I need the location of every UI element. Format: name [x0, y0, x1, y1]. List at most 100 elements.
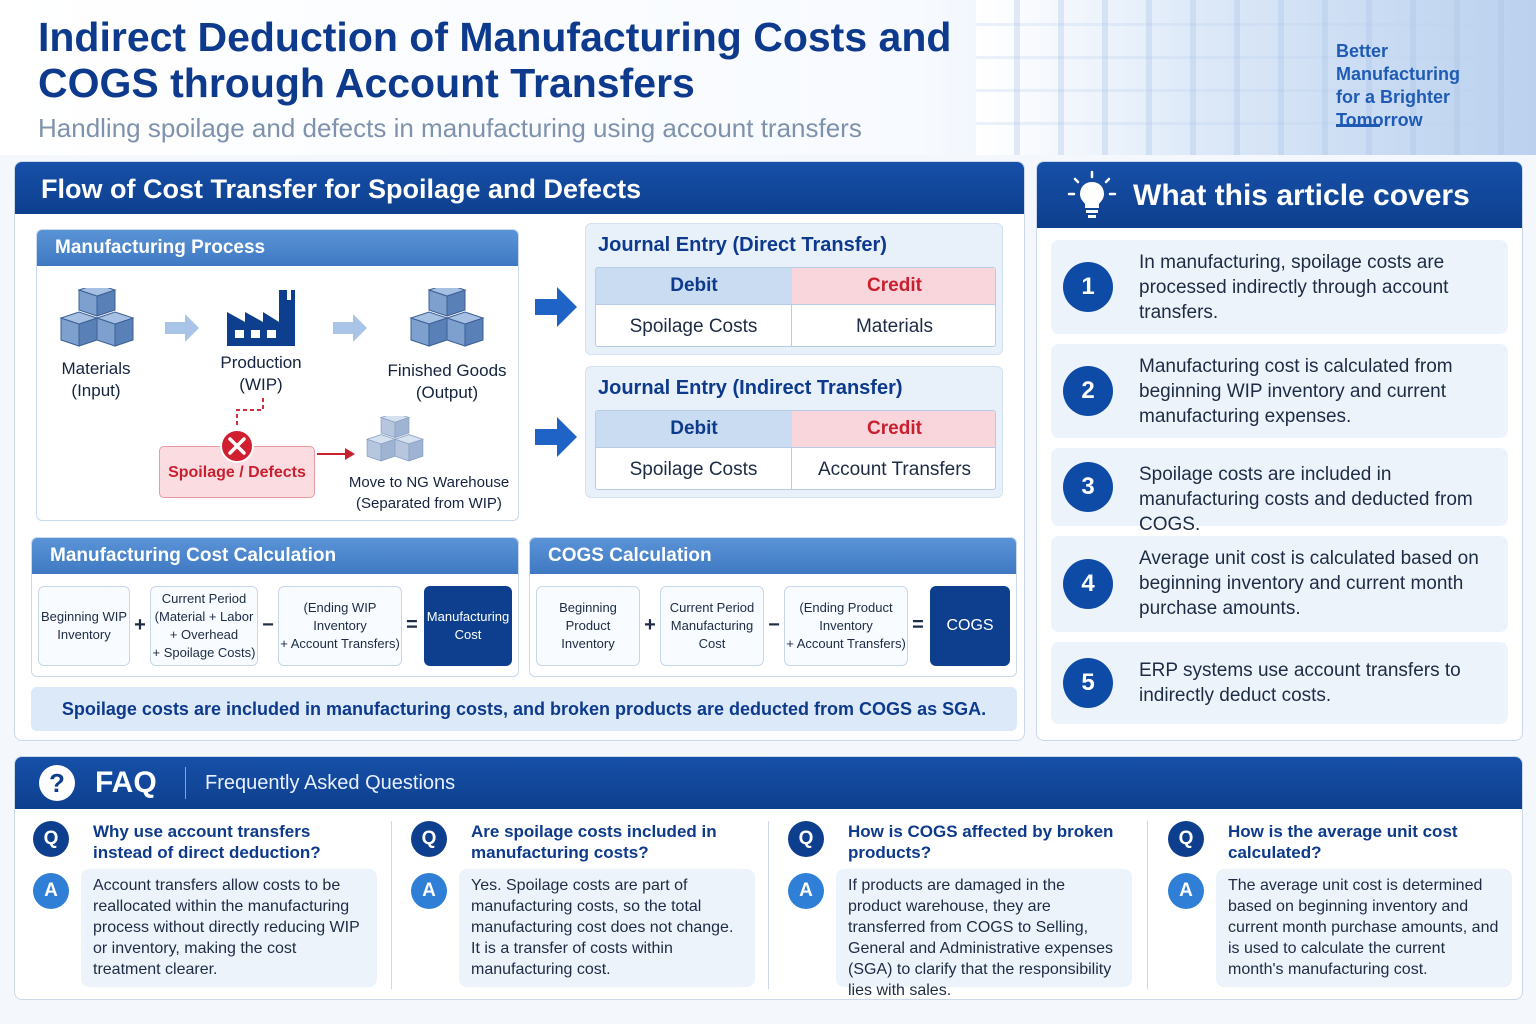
factory-icon — [227, 290, 295, 346]
cogs-calc-title: COGS Calculation — [530, 538, 1016, 574]
plus-operator: + — [644, 614, 656, 636]
calc-line: Manufacturing — [426, 609, 510, 624]
journal-entry-indirect: Journal Entry (Indirect Transfer) Debit … — [585, 366, 1003, 498]
minus-operator: − — [262, 614, 274, 636]
cover-number-badge: 1 — [1063, 262, 1113, 312]
tagline-line-2: Manufacturing — [1336, 64, 1460, 84]
production-label-line-2: (WIP) — [239, 375, 283, 394]
ng-label-line-1: Move to NG Warehouse — [348, 474, 510, 491]
lightbulb-icon — [1067, 170, 1117, 218]
faq-subtitle: Frequently Asked Questions — [205, 772, 456, 794]
faq-header-divider — [185, 767, 186, 799]
faq-panel: ? FAQ Frequently Asked Questions Q Why u… — [14, 756, 1523, 1000]
cover-number-badge: 4 — [1063, 559, 1113, 609]
page-subtitle: Handling spoilage and defects in manufac… — [38, 113, 862, 143]
production-label: Production (WIP) — [207, 352, 315, 396]
faq-answer: If products are damaged in the product w… — [836, 869, 1132, 999]
faq-question: How is COGS affected by broken products? — [848, 822, 1114, 862]
flow-arrow-icon — [165, 314, 199, 342]
faq-divider — [768, 821, 769, 989]
a-badge: A — [411, 873, 447, 909]
ng-warehouse-label: Move to NG Warehouse (Separated from WIP… — [341, 472, 517, 514]
calc-line: Current Period — [669, 600, 755, 615]
journal-indirect-title: Journal Entry (Indirect Transfer) — [598, 377, 903, 399]
calc-line: + Spoilage Costs) — [152, 645, 256, 660]
mfg-calc-current-period: Current Period(Material + Labor+ Overhea… — [150, 586, 258, 666]
calc-line: Cost — [698, 636, 726, 651]
flow-panel-title: Flow of Cost Transfer for Spoilage and D… — [15, 162, 1024, 214]
ng-label-line-2: (Separated from WIP) — [356, 495, 502, 512]
calc-line: Current Period — [161, 591, 247, 606]
calc-line: + Overhead — [169, 627, 239, 642]
ng-boxes-icon — [365, 416, 425, 462]
cover-text: Average unit cost is calculated based on… — [1139, 548, 1479, 619]
cover-number-badge: 5 — [1063, 658, 1113, 708]
q-badge: Q — [1168, 821, 1204, 857]
faq-answer: Account transfers allow costs to be real… — [81, 869, 377, 987]
big-arrow-icon — [535, 287, 577, 327]
a-badge: A — [788, 873, 824, 909]
indirect-debit-header: Debit — [596, 411, 792, 447]
direct-credit-header: Credit — [792, 268, 995, 304]
cover-text: Spoilage costs are included in manufactu… — [1139, 464, 1473, 535]
materials-label: Materials (Input) — [51, 358, 141, 402]
q-badge: Q — [788, 821, 824, 857]
faq-answer: The average unit cost is determined base… — [1216, 869, 1512, 987]
indirect-debit-value: Spoilage Costs — [596, 447, 792, 489]
flow-arrow-icon — [333, 314, 367, 342]
faq-title: FAQ — [95, 766, 157, 799]
cover-item: 1 In manufacturing, spoilage costs are p… — [1051, 240, 1508, 334]
boxes-icon — [59, 288, 135, 347]
faq-divider — [1147, 821, 1148, 989]
direct-debit-header: Debit — [596, 268, 792, 304]
journal-direct-table: Debit Credit Spoilage Costs Materials — [595, 267, 996, 347]
calc-line: Inventory — [819, 618, 873, 633]
a-badge: A — [33, 873, 69, 909]
cover-number-badge: 2 — [1063, 366, 1113, 416]
faq-item: Q How is COGS affected by broken product… — [770, 817, 1132, 999]
tagline-line-1: Better — [1336, 41, 1389, 61]
calc-line: + Account Transfers) — [280, 636, 400, 651]
calc-line: + Account Transfers) — [786, 636, 906, 651]
production-label-line-1: Production — [220, 353, 302, 372]
factory-photo-banner — [976, 0, 1536, 155]
manufacturing-process-box: Manufacturing Process Materials (Input) — [36, 229, 519, 521]
equals-operator: = — [406, 614, 418, 636]
indirect-credit-header: Credit — [792, 411, 995, 447]
finished-boxes-icon — [409, 288, 485, 347]
big-arrow-icon — [535, 417, 577, 457]
calc-line: Cost — [454, 627, 482, 642]
q-badge: Q — [33, 821, 69, 857]
page-title: Indirect Deduction of Manufacturing Cost… — [38, 14, 952, 106]
manufacturing-cost-calculation: Manufacturing Cost Calculation Beginning… — [31, 537, 519, 677]
direct-credit-value: Materials — [792, 304, 995, 346]
journal-indirect-table: Debit Credit Spoilage Costs Account Tran… — [595, 410, 996, 490]
covers-panel-header: What this article covers — [1037, 162, 1522, 228]
faq-item: Q Are spoilage costs included in manufac… — [393, 817, 755, 993]
faq-header: ? FAQ Frequently Asked Questions — [15, 757, 1522, 809]
journal-entry-direct: Journal Entry (Direct Transfer) Debit Cr… — [585, 223, 1003, 355]
materials-label-line-1: Materials — [61, 359, 131, 378]
equals-operator: = — [912, 614, 924, 636]
journal-direct-title: Journal Entry (Direct Transfer) — [598, 234, 887, 256]
header: Indirect Deduction of Manufacturing Cost… — [0, 0, 1536, 155]
cover-number-badge: 3 — [1063, 462, 1113, 512]
minus-operator: − — [768, 614, 780, 636]
indirect-credit-value: Account Transfers — [792, 447, 995, 489]
tagline: Better Manufacturing for a Brighter Tomo… — [1336, 40, 1536, 132]
tagline-rule — [1336, 124, 1380, 127]
calc-line: Beginning Product — [559, 600, 617, 633]
finished-label-line-1: Finished Goods — [387, 361, 507, 380]
faq-answer: Yes. Spoilage costs are part of manufact… — [459, 869, 755, 987]
calc-line: Inventory — [561, 636, 615, 651]
faq-question: How is the average unit cost calculated? — [1228, 822, 1458, 862]
faq-question: Why use account transfers instead of dir… — [93, 822, 321, 862]
calc-line: Inventory — [57, 627, 111, 642]
covers-panel: What this article covers 1 In manufactur… — [1036, 161, 1523, 741]
cover-text: In manufacturing, spoilage costs are pro… — [1139, 252, 1449, 323]
